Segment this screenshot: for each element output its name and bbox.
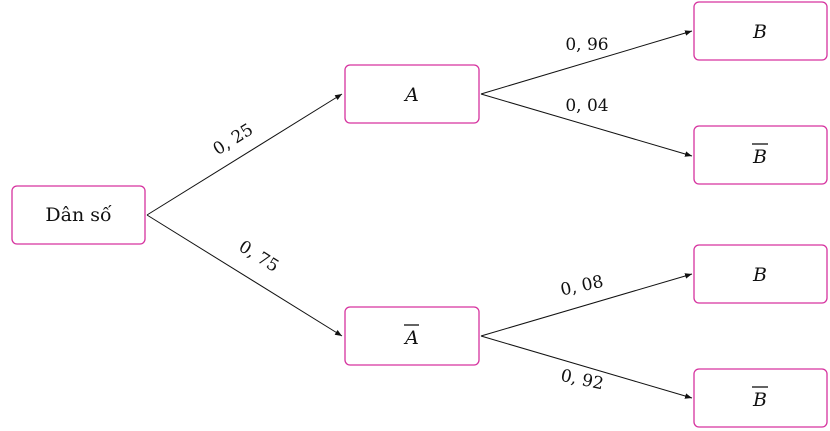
edge-root-to-a <box>146 93 343 216</box>
prob-label-not-a-b: 0, 08 <box>559 272 605 301</box>
node-a-not-b: B <box>693 125 828 185</box>
prob-label-a: 0, 25 <box>210 120 257 160</box>
node-a-label: A <box>403 84 419 106</box>
node-not-a-label: A <box>403 327 419 349</box>
node-not-a-not-b-box <box>693 368 828 428</box>
node-root: Dân số <box>11 185 146 245</box>
edge-a-to-not-b <box>480 93 693 157</box>
node-root-label: Dân số <box>45 204 112 226</box>
node-a: A <box>344 64 480 124</box>
node-root-box <box>11 185 146 245</box>
prob-label-a-b: 0, 96 <box>565 35 608 55</box>
node-a-box <box>344 64 480 124</box>
prob-label-not-a: 0, 75 <box>235 237 282 277</box>
node-not-a-b: B <box>693 244 828 304</box>
edge-a-to-b <box>480 30 693 95</box>
node-not-a-box <box>344 306 480 366</box>
node-not-a: A <box>344 306 480 366</box>
prob-label-a-not-b: 0, 04 <box>565 96 608 116</box>
node-a-not-b-label: B <box>752 146 767 168</box>
node-a-b-label: B <box>752 21 767 43</box>
node-not-a-not-b: B <box>693 368 828 428</box>
node-a-not-b-box <box>693 125 828 185</box>
node-not-a-not-b-label: B <box>752 389 767 411</box>
edge-not-a-to-not-b <box>480 335 693 399</box>
edge-root-to-not-a <box>146 214 343 337</box>
edges <box>146 30 693 399</box>
node-not-a-b-box <box>693 244 828 304</box>
edge-not-a-to-b <box>480 273 693 337</box>
node-a-b-box <box>693 1 828 61</box>
node-not-a-b-label: B <box>752 264 767 286</box>
node-a-b: B <box>693 1 828 61</box>
